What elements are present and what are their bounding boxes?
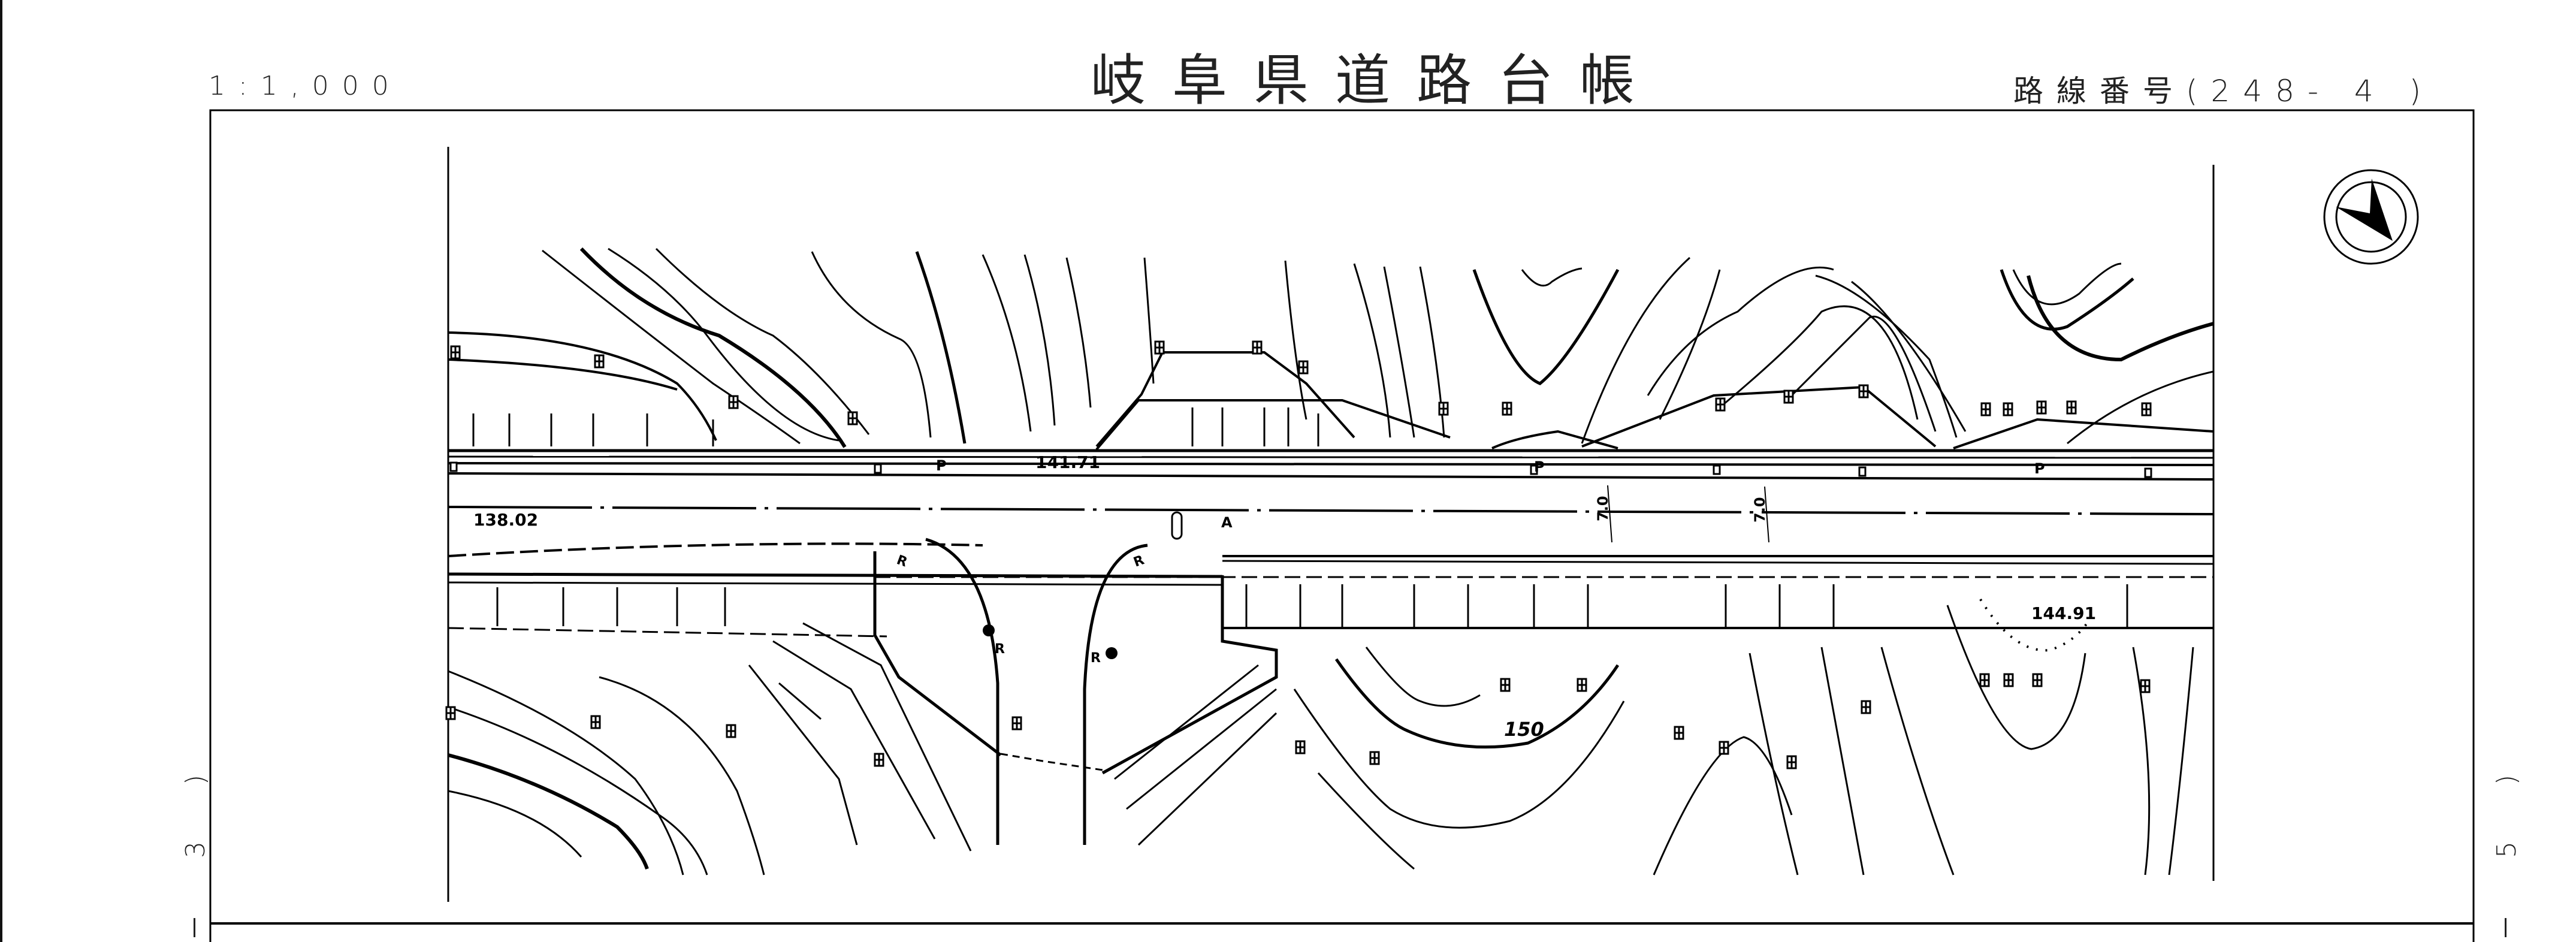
contour-lines	[448, 247, 2214, 875]
building-icon	[590, 715, 601, 729]
route-number: 路線番号(248- 4 )	[2013, 74, 2435, 108]
scale-label: 1:1,000	[209, 71, 402, 101]
building-icon	[1154, 340, 1165, 355]
building-icon	[728, 395, 739, 409]
building-icon	[1980, 402, 1991, 416]
pole-label: P	[2034, 460, 2045, 477]
pole-icon	[874, 463, 882, 474]
building-icon	[450, 345, 461, 360]
elevation-label: 138.02	[473, 510, 538, 530]
pole-icon	[449, 461, 458, 472]
sheet-edge	[0, 0, 2, 942]
building-icon	[1715, 397, 1726, 412]
embankment-outlines	[448, 331, 2214, 451]
building-icon	[1502, 401, 1512, 416]
building-icon	[1786, 755, 1797, 769]
elevation-label: 141.71	[1035, 452, 1100, 472]
culvert-icon	[1171, 511, 1183, 540]
building-icon	[1861, 700, 1871, 714]
radius-label: R	[895, 552, 910, 570]
page-title: 岐阜県道路台帳	[1091, 49, 1662, 113]
building-icon	[445, 706, 456, 720]
pole-icon	[2144, 467, 2152, 478]
pole-icons	[449, 461, 2152, 478]
building-icon	[2036, 400, 2047, 415]
road	[448, 449, 2214, 638]
intersection-curves	[873, 538, 1278, 845]
building-icon	[1369, 751, 1380, 765]
building-icon	[1577, 678, 1587, 692]
building-icon	[847, 411, 858, 425]
building-icon	[2032, 673, 2043, 687]
pole-icon	[1713, 464, 1721, 475]
building-icon	[1674, 726, 1684, 740]
building-icon	[1979, 673, 1990, 687]
building-icon	[874, 753, 884, 767]
building-icons	[445, 340, 2152, 769]
pole-icon	[1858, 466, 1867, 477]
building-icon	[1500, 678, 1511, 692]
radius-label: R	[995, 642, 1005, 657]
pole-label: P	[936, 457, 947, 474]
building-icon	[594, 354, 605, 369]
building-icon	[1858, 384, 1869, 398]
reference-point-label: A	[1221, 514, 1233, 531]
frame-border	[209, 109, 2475, 942]
slope-hatch	[472, 407, 2128, 629]
manhole-icon	[1106, 647, 1118, 659]
north-arrow-icon	[2323, 169, 2419, 265]
building-icon	[2003, 673, 2014, 687]
building-icon	[1011, 716, 1022, 730]
building-icon	[2141, 402, 2152, 416]
embankment-lots	[748, 622, 1278, 852]
building-icon	[726, 724, 736, 738]
building-icon	[2140, 679, 2151, 693]
elevation-label: 144.91	[2031, 603, 2096, 623]
building-icon	[1252, 340, 1263, 355]
pole-label: P	[1534, 458, 1545, 475]
manhole-icon	[983, 624, 995, 636]
building-icon	[1783, 390, 1794, 404]
building-icon	[2003, 402, 2013, 416]
building-icon	[1438, 401, 1449, 416]
building-icon	[1295, 740, 1306, 754]
road-centerline	[448, 506, 2214, 515]
building-icon	[1298, 360, 1309, 375]
contour-label: 150	[1504, 718, 1544, 741]
pole-icon	[1530, 464, 1538, 475]
radius-label: R	[1132, 552, 1147, 570]
radius-label: R	[1091, 651, 1101, 666]
building-icon	[2066, 400, 2077, 415]
building-icon	[1719, 741, 1729, 755]
